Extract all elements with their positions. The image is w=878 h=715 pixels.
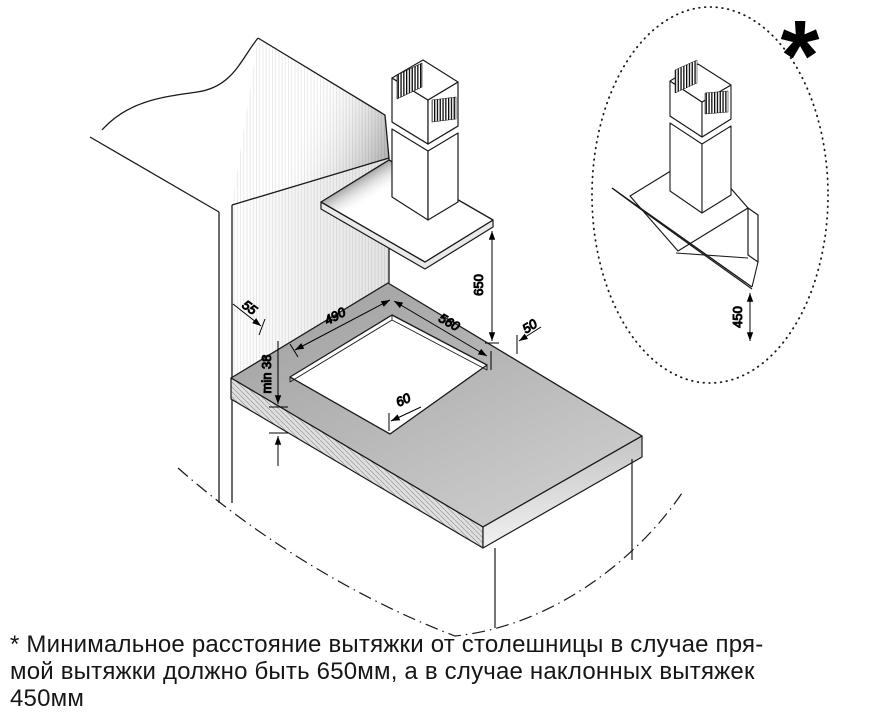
wall [89, 37, 390, 503]
footnote-line-2: мой вытяжки должно быть 650мм, а в случа… [10, 658, 755, 685]
cabinet-break-line [177, 467, 685, 637]
footnote-line-3: 450мм [10, 685, 85, 712]
chimney [391, 59, 459, 221]
dim-450-label: 450 [730, 306, 745, 328]
inset-chimney [669, 59, 732, 214]
inset-vent-grille-right [704, 90, 729, 115]
footnote-caption: * Минимальное расстояние вытяжки от стол… [10, 631, 872, 712]
dim-650-label: 650 [471, 274, 486, 296]
dim-650: 650 [471, 230, 499, 344]
base-cabinet [177, 459, 685, 637]
inclined-hood-inset: 450 * [591, 0, 829, 384]
hood-plate [320, 159, 494, 270]
dim-min38-label: min 38 [259, 354, 274, 393]
dim-min38: min 38 [259, 341, 288, 466]
asterisk-marker: * [781, 0, 820, 112]
inset-vent-grille-left [674, 59, 698, 94]
dim-450: 450 [730, 292, 754, 342]
footnote-line-1: * Минимальное расстояние вытяжки от стол… [10, 631, 764, 658]
inset-ellipse [591, 6, 829, 384]
vent-grille-right [431, 96, 457, 123]
countertop-edge-front-right [482, 435, 643, 549]
vent-grille-left [396, 62, 423, 100]
inset-inclined-panel [611, 187, 753, 290]
